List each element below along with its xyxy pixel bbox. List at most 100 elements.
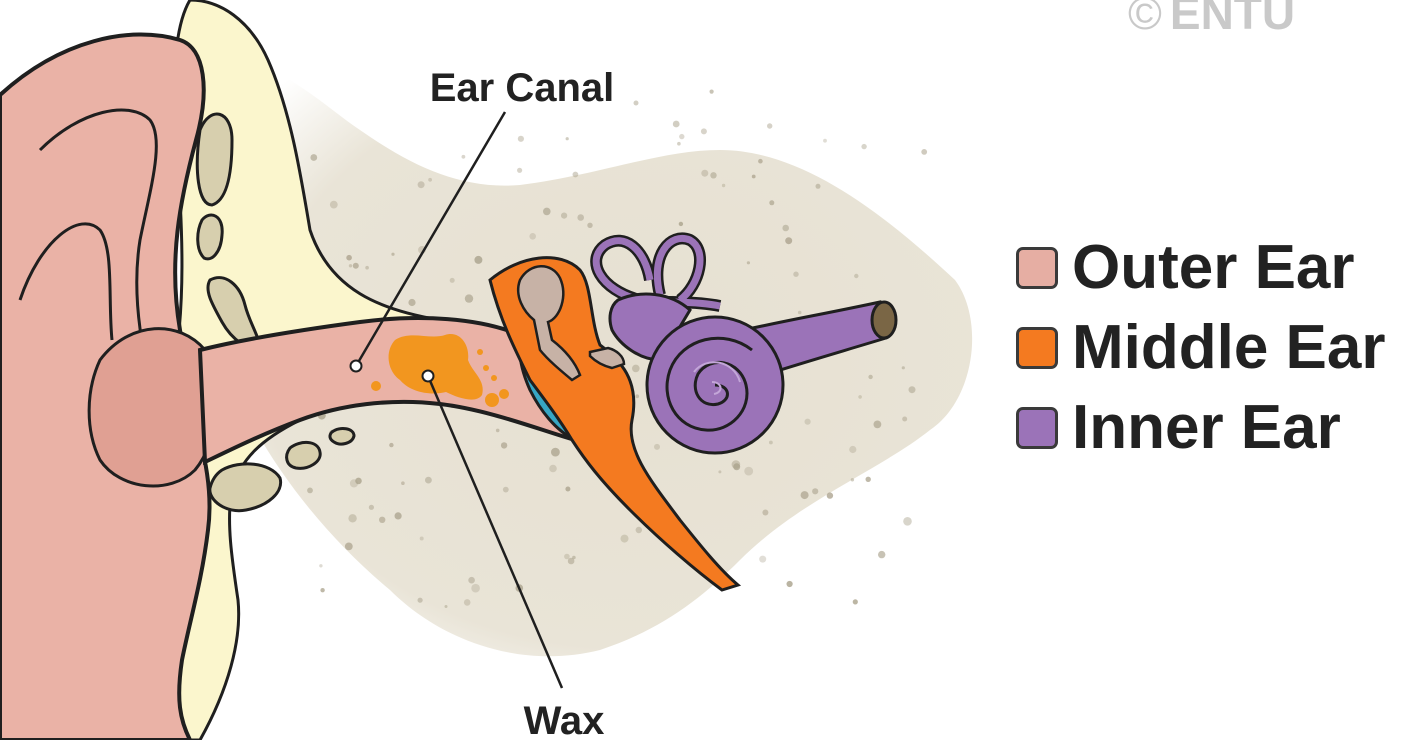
bone-dot — [389, 443, 393, 447]
bone-dot — [471, 584, 480, 593]
bone-dot — [330, 201, 338, 209]
bone-dot — [868, 375, 872, 379]
watermark-text: ENTU — [1170, 0, 1295, 39]
bone-dot — [551, 448, 560, 457]
bone-dot — [418, 181, 425, 188]
bone-dot — [679, 134, 684, 139]
bone-dot — [866, 477, 871, 482]
bone-dot — [722, 184, 725, 187]
bone-dot — [710, 172, 716, 178]
bone-dot — [418, 598, 423, 603]
bone-dot — [849, 446, 856, 453]
bone-dot — [365, 266, 369, 270]
watermark-logo: ©ENTU — [1128, 0, 1295, 40]
bone-dot — [425, 477, 432, 484]
bone-dot — [517, 168, 522, 173]
bone-dot — [353, 263, 359, 269]
bone-dot — [621, 535, 629, 543]
bone-dot — [677, 142, 681, 146]
bone-dot — [319, 564, 322, 567]
legend-swatch-middle-ear — [1016, 327, 1058, 369]
legend-label: Outer Ear — [1072, 237, 1355, 299]
bone-dot — [902, 366, 905, 369]
bone-dot — [805, 419, 811, 425]
bone-dot — [573, 172, 579, 178]
bone-dot — [561, 213, 567, 219]
legend-swatch-outer-ear — [1016, 247, 1058, 289]
cartilage-hole — [330, 429, 354, 444]
bone-dot — [752, 175, 756, 179]
legend-item-inner-ear: Inner Ear — [1016, 388, 1416, 468]
bone-dot — [369, 505, 374, 510]
bone-dot — [391, 253, 394, 256]
bone-dot — [759, 556, 766, 563]
bone-dot — [902, 417, 907, 422]
bone-dot — [744, 467, 753, 476]
bone-dot — [632, 365, 640, 373]
ear-canal-label: Ear Canal — [430, 66, 615, 110]
bone-dot — [782, 225, 789, 232]
bone-dot — [854, 274, 858, 278]
bone-dot — [635, 394, 639, 398]
bone-dot — [355, 478, 362, 485]
bone-dot — [718, 470, 721, 473]
bone-dot — [634, 101, 639, 106]
legend-item-middle-ear: Middle Ear — [1016, 308, 1416, 388]
bone-dot — [518, 136, 524, 142]
bone-dot — [858, 395, 862, 399]
ear-canal-marker — [351, 361, 362, 372]
copyright-icon: © — [1128, 0, 1162, 39]
bone-dot — [420, 537, 424, 541]
bone-dot — [496, 429, 500, 433]
bone-dot — [758, 159, 763, 164]
bone-dot — [428, 178, 432, 182]
bone-dot — [445, 605, 448, 608]
bone-dot — [679, 222, 683, 226]
bone-dot — [903, 517, 912, 526]
cartilage-hole — [287, 442, 321, 468]
bone-dot — [566, 137, 569, 140]
bone-dot — [921, 149, 927, 155]
bone-dot — [851, 478, 854, 481]
legend-label: Inner Ear — [1072, 397, 1341, 459]
bone-dot — [710, 90, 714, 94]
bone-dot — [701, 128, 707, 134]
bone-dot — [785, 237, 792, 244]
bone-dot — [450, 278, 455, 283]
bone-dot — [767, 123, 772, 128]
nerve-opening — [872, 302, 896, 338]
bone-dot — [474, 256, 482, 264]
bone-dot — [861, 144, 866, 149]
bone-dot — [762, 510, 768, 516]
bone-dot — [827, 492, 833, 498]
bone-dot — [408, 299, 415, 306]
bone-dot — [549, 465, 557, 473]
bone-dot — [793, 272, 798, 277]
bone-dot — [732, 460, 741, 469]
bone-dot — [909, 386, 916, 393]
bone-dot — [816, 184, 821, 189]
bone-dot — [801, 491, 809, 499]
bone-dot — [572, 556, 576, 560]
bone-dot — [812, 488, 818, 494]
bone-dot — [543, 208, 551, 216]
bone-dot — [747, 261, 750, 264]
bone-dot — [503, 487, 509, 493]
bone-dot — [565, 487, 570, 492]
legend-swatch-inner-ear — [1016, 407, 1058, 449]
bone-dot — [798, 311, 802, 315]
bone-dot — [636, 527, 642, 533]
bone-dot — [345, 543, 353, 551]
bone-dot — [787, 581, 793, 587]
bone-dot — [379, 517, 385, 523]
bone-dot — [307, 488, 313, 494]
bone-dot — [874, 421, 882, 429]
bone-dot — [529, 233, 536, 240]
bone-dot — [501, 442, 507, 448]
bone-dot — [468, 577, 475, 584]
wax-marker — [423, 371, 434, 382]
bone-dot — [464, 599, 471, 606]
cartilage-hole — [210, 464, 281, 511]
bone-dot — [673, 121, 680, 128]
